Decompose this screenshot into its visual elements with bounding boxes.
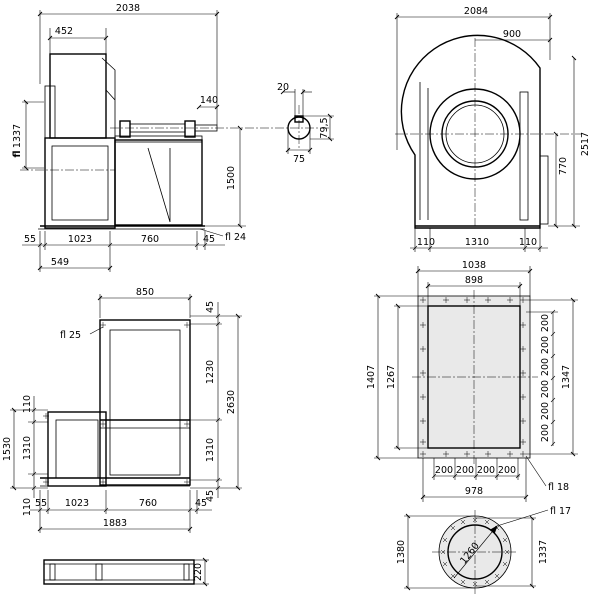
base-elevation-view: 220 [43,557,209,587]
dim-plan-right-45-bot: 45 [205,490,216,502]
flange-bolt-holes [420,297,526,457]
dim-bottom-pitch-4: 200 [498,465,516,476]
inlet-opening [51,145,109,221]
dim-inlet-outer-dia: 1380 [396,540,407,564]
dim-plan-bot-45: 45 [195,498,207,509]
dim-flange-hole-dia: fl 18 [548,482,569,493]
dim-plan-hole-dia: fl 25 [60,330,81,341]
pedestal-top-plate [114,135,203,143]
dim-outlet-height: 770 [558,157,569,175]
dim-plan-right-1310: 1310 [205,438,216,462]
dim-base-hole: fl 24 [225,232,246,243]
dim-flange-outer-width: 1038 [462,260,486,271]
dim-shaft-height: 1500 [226,166,237,190]
dim-front-height: 2517 [580,132,591,156]
dim-plan-left-1310: 1310 [22,436,33,460]
dim-plan-right-total: 2630 [226,390,237,414]
dim-front-base-left: 110 [417,237,435,248]
dim-inlet-height: 1337 [12,124,23,148]
base-channel [43,559,195,585]
dim-flange-inner-width: 898 [465,275,483,286]
dim-base-right: 45 [203,234,215,245]
dim-base-motor: 760 [141,234,159,245]
dim-flange-inner-height: 1267 [386,365,397,389]
dim-plan-bot-1023: 1023 [65,498,89,509]
dim-frame-length: 549 [51,257,69,268]
side-elevation-view: 2038 452 140 1337 fl 1500 55 1023 760 45… [12,3,330,272]
dim-inlet-inner-dia: 1337 [538,540,549,564]
dim-base-frame: 1023 [68,234,92,245]
plan-fan-frame [99,319,191,486]
bearing-left [119,120,131,138]
volute-casing [400,34,541,229]
dim-front-base-mid: 1310 [465,237,489,248]
pedestal-brace [147,147,171,223]
dim-bottom-pitch-2: 200 [456,465,474,476]
dim-inlet-hole-dia: fl 17 [550,506,571,517]
dim-plan-right-1230: 1230 [205,360,216,384]
plan-bolt-holes [43,322,190,485]
dim-flange-hole-span: 978 [465,486,483,497]
bearing-pedestal [114,139,203,226]
dim-bottom-pitch-3: 200 [477,465,495,476]
bearing-right [184,120,196,138]
dim-bottom-pitch-1: 200 [435,465,453,476]
dim-right-pitch-3: 200 [540,358,551,376]
inlet-support-left [419,82,429,220]
plan-view: 850 fl 25 45 1230 1310 45 2630 110 1310 … [2,287,242,533]
inlet-stiffener [101,57,116,138]
dim-right-pitch-2: 200 [540,336,551,354]
dim-right-pitch-1: 200 [540,314,551,332]
dim-plan-right-45-top: 45 [205,301,216,313]
outlet-flange-view: 1038 898 1407 1267 200 200 200 200 200 2… [366,260,578,502]
dim-flange-hole-height: 1347 [561,365,572,389]
dim-motor-width: 452 [55,26,73,37]
dim-plan-width-top: 850 [136,287,154,298]
shaft-key-detail: 20 79,5 75 [277,82,334,165]
dim-inlet-prefix: fl [12,150,23,157]
inlet-cone [49,53,107,139]
outlet-flange [539,155,549,225]
dim-right-pitch-6: 200 [540,424,551,442]
dim-front-width: 2084 [464,6,488,17]
fan-casing [44,137,116,229]
dim-shaft-end: 140 [200,95,218,106]
inlet-support-right [519,91,529,221]
dim-plan-total: 1883 [103,518,127,529]
dim-outlet-offset: 900 [503,29,521,40]
dim-right-pitch-4: 200 [540,380,551,398]
dim-key-width: 20 [277,82,289,93]
plan-fan-frame-inner [109,329,181,476]
dim-base-height: 220 [193,563,204,581]
dim-base-left: 55 [24,234,36,245]
dim-right-pitch-5: 200 [540,402,551,420]
dim-plan-bot-760: 760 [139,498,157,509]
front-elevation-view: 2084 900 2517 770 110 1310 110 [394,6,591,252]
inlet-flange-view: 1260 fl 17 1380 1337 [396,506,571,594]
dim-overall-width: 2038 [116,3,140,14]
inlet-flange-bolt-holes [440,517,510,587]
plan-motor-frame [47,411,107,487]
inlet-side-plate [44,85,56,139]
dim-shaft-dia: 75 [293,154,305,165]
dim-key-depth: 79,5 [319,117,330,138]
dim-plan-bot-55: 55 [35,498,47,509]
dim-plan-left-110-bot: 110 [22,498,33,516]
dim-front-base-right: 110 [519,237,537,248]
dim-flange-outer-height: 1407 [366,365,377,389]
dim-plan-left-1530: 1530 [2,437,13,461]
dim-plan-left-110-top: 110 [22,395,33,413]
